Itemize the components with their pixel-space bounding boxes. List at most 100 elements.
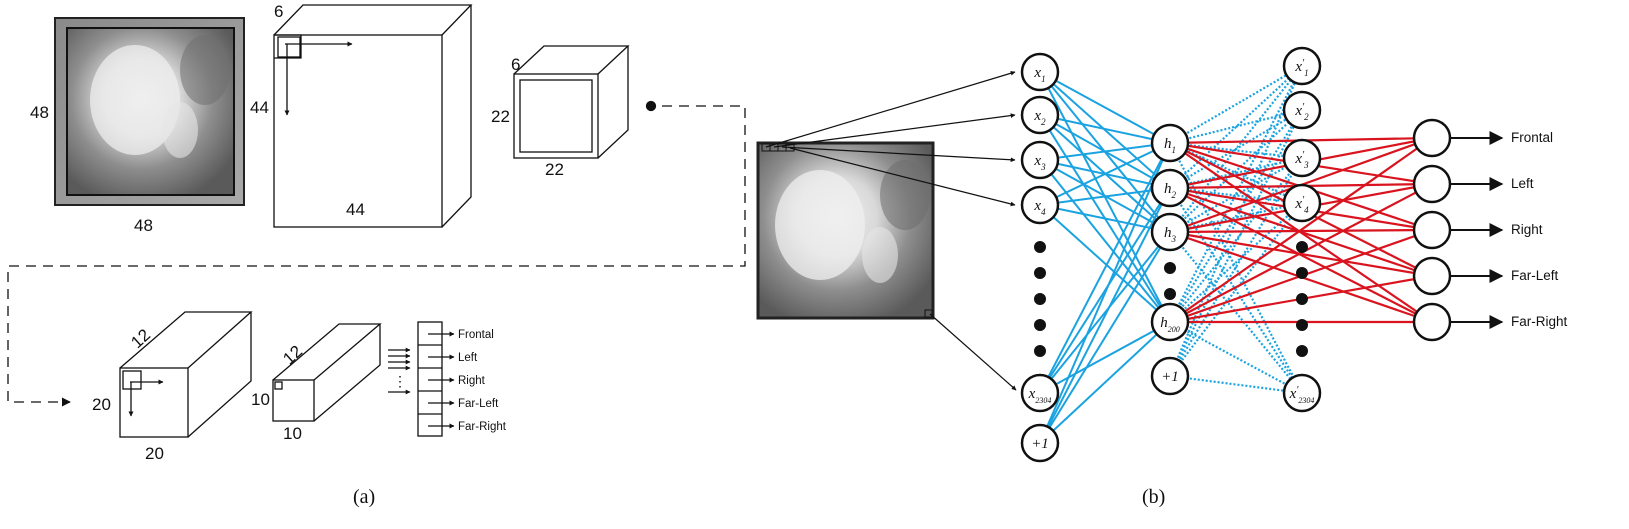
decoder-edges: [1168, 65, 1304, 395]
conv1-width-label: 44: [346, 200, 365, 219]
conv1-height-label: 44: [250, 98, 269, 117]
reconstruction-node-4: x'2304: [1282, 373, 1322, 413]
panel-b: x1 x2 x3 x4 x2304 +1 h1 h2 h3 h200 +1 x'1 x'2 x'3 x'4 x…: [756, 46, 1568, 508]
hidden-node-3-label: h200: [1160, 315, 1180, 334]
reconstruction-ellipsis-dot: [1296, 345, 1308, 357]
reconstruction-node-3-label: x'4: [1294, 195, 1309, 215]
input-node-2: x3: [1020, 140, 1060, 180]
pool1-height-label: 22: [491, 107, 510, 126]
decoder-edge: [1169, 157, 1303, 233]
decoder-edge: [1169, 374, 1303, 395]
b-output-1: Left: [1511, 176, 1534, 191]
b-output-3: Far-Left: [1511, 268, 1559, 283]
encoder-edge: [1039, 187, 1171, 444]
reconstruction-ellipsis-dot: [1296, 267, 1308, 279]
encoder-edge: [1039, 114, 1171, 144]
encoder-edges: [1039, 71, 1171, 444]
input-ellipsis-dot: [1034, 293, 1046, 305]
hidden-ellipsis-dot: [1164, 288, 1176, 300]
panel-a: 48 48 6 44 44 6 22 22: [7, 2, 746, 508]
reconstruction-node-3: x'4: [1282, 183, 1322, 223]
output-node-0: [1412, 118, 1452, 158]
output-node-1: [1412, 164, 1452, 204]
pool1-depth-label: 6: [511, 55, 520, 74]
pool1-cube: [513, 45, 630, 159]
classifier-edge: [1169, 137, 1433, 323]
pool2-depth-label: 12: [279, 342, 306, 369]
reconstruction-node-4-label: x'2304: [1289, 385, 1315, 405]
hidden-node-0: h1: [1150, 123, 1190, 163]
conv2-depth-label: 12: [127, 325, 154, 352]
decoder-edge: [1169, 108, 1303, 145]
hidden-node-1-label: h2: [1164, 181, 1177, 200]
a-output-1: Left: [458, 352, 478, 364]
reconstruction-node-1: x'2: [1282, 90, 1322, 130]
hidden-node-3: h200: [1150, 302, 1190, 342]
input-height-label: 48: [30, 103, 49, 122]
reconstruction-node-2-label: x'3: [1294, 150, 1309, 170]
decoder-edge: [1169, 321, 1303, 394]
hidden-node-4-label: +1: [1161, 369, 1179, 385]
input-ellipsis-dot: [1034, 241, 1046, 253]
input-node-3: x4: [1020, 185, 1060, 225]
decoder-edge: [1169, 142, 1303, 394]
reconstruction-node-1-label: x'2: [1294, 102, 1309, 122]
hidden-node-0-label: h1: [1164, 136, 1176, 155]
reconstruction-ellipsis-dot: [1296, 319, 1308, 331]
a-output-2: Right: [458, 375, 486, 387]
classifier-edge: [1169, 183, 1433, 323]
reconstruction-node-0: x'1: [1282, 46, 1322, 86]
decoder-edge: [1169, 201, 1303, 234]
a-output-3: Far-Left: [458, 398, 499, 410]
encoder-edge: [1039, 142, 1171, 394]
decoder-edge: [1169, 157, 1303, 377]
conv1-depth-label: 6: [274, 2, 283, 21]
pool2-height-label: 10: [251, 390, 270, 409]
fc-arrows: [388, 347, 411, 395]
decoder-edge: [1169, 231, 1303, 394]
reconstruction-ellipsis-dot: [1296, 241, 1308, 253]
input-node-2-label: x3: [1033, 153, 1046, 172]
decoder-edge: [1169, 156, 1303, 190]
b-output-2: Right: [1511, 222, 1543, 237]
pool2-box: [272, 323, 382, 422]
decoder-edge: [1169, 109, 1303, 233]
input-node-3-label: x4: [1033, 198, 1046, 217]
b-output-0: Frontal: [1511, 130, 1553, 145]
decoder-edge: [1169, 109, 1303, 189]
decoder-edge: [1169, 109, 1303, 323]
pool1-width-label: 22: [545, 160, 564, 179]
reconstruction-node-0-label: x'1: [1294, 58, 1308, 78]
reconstruction-node-2: x'3: [1282, 138, 1322, 178]
input-node-1-label: x2: [1033, 108, 1046, 127]
encoder-edge: [1039, 231, 1171, 394]
input-node-0-label: x1: [1033, 65, 1045, 84]
decoder-edge: [1169, 202, 1303, 323]
decoder-edge: [1169, 157, 1303, 323]
input-width-label: 48: [134, 216, 153, 235]
a-output-0: Frontal: [458, 329, 494, 341]
encoder-edge: [1039, 204, 1171, 233]
input-node-1: x2: [1020, 95, 1060, 135]
conv1-cube: [273, 4, 473, 228]
input-node-0: x1: [1020, 52, 1060, 92]
face-image-b: [756, 141, 935, 320]
output-node-4: [1412, 302, 1452, 342]
input-node-5-label: +1: [1031, 436, 1049, 452]
caption-a: (a): [353, 486, 375, 508]
input-node-4: x2304: [1020, 373, 1060, 413]
hidden-node-2-label: h3: [1164, 225, 1177, 244]
encoder-edge: [1039, 321, 1171, 394]
output-arrows: [1450, 131, 1504, 329]
hidden-ellipsis-dot: [1164, 262, 1176, 274]
caption-b: (b): [1142, 486, 1165, 508]
encoder-edge: [1039, 204, 1171, 323]
encoder-edge: [1039, 159, 1171, 323]
hidden-node-1: h2: [1150, 168, 1190, 208]
output-node-2: [1412, 210, 1452, 250]
pixel-to-input-arrows: [765, 70, 1017, 391]
decoder-edge: [1169, 65, 1303, 189]
encoder-edge: [1039, 231, 1171, 444]
pool2-width-label: 10: [283, 424, 302, 443]
